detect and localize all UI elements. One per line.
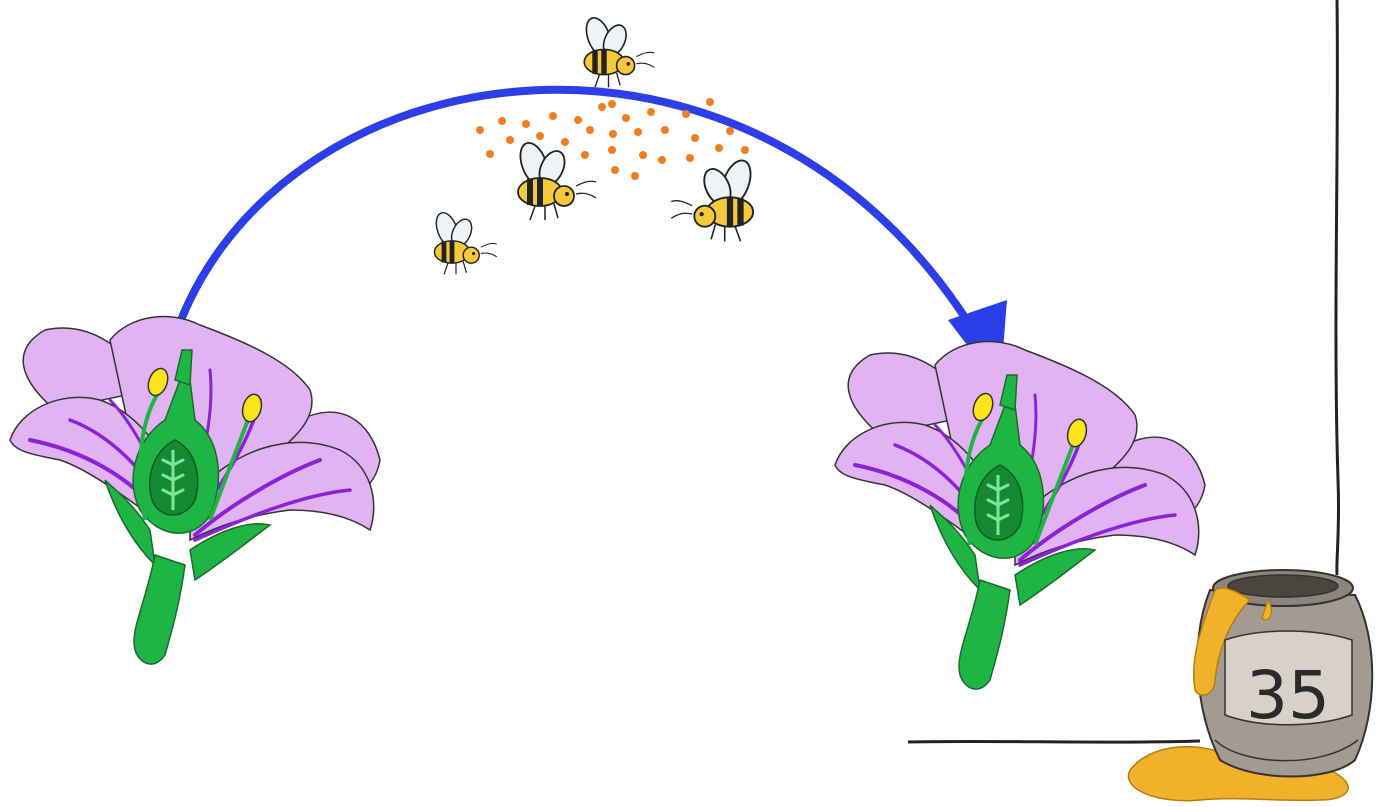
bee-top	[582, 15, 655, 88]
honey-jar-label: 35	[1246, 657, 1330, 734]
flower-left	[10, 317, 380, 664]
honey-jar: 35	[1128, 570, 1372, 801]
pollination-arrow	[170, 90, 996, 370]
bee-right	[671, 157, 756, 242]
floor-line	[908, 741, 1200, 742]
flower-right	[835, 342, 1205, 689]
bee-small	[432, 210, 497, 275]
wall-line	[1336, 0, 1339, 575]
